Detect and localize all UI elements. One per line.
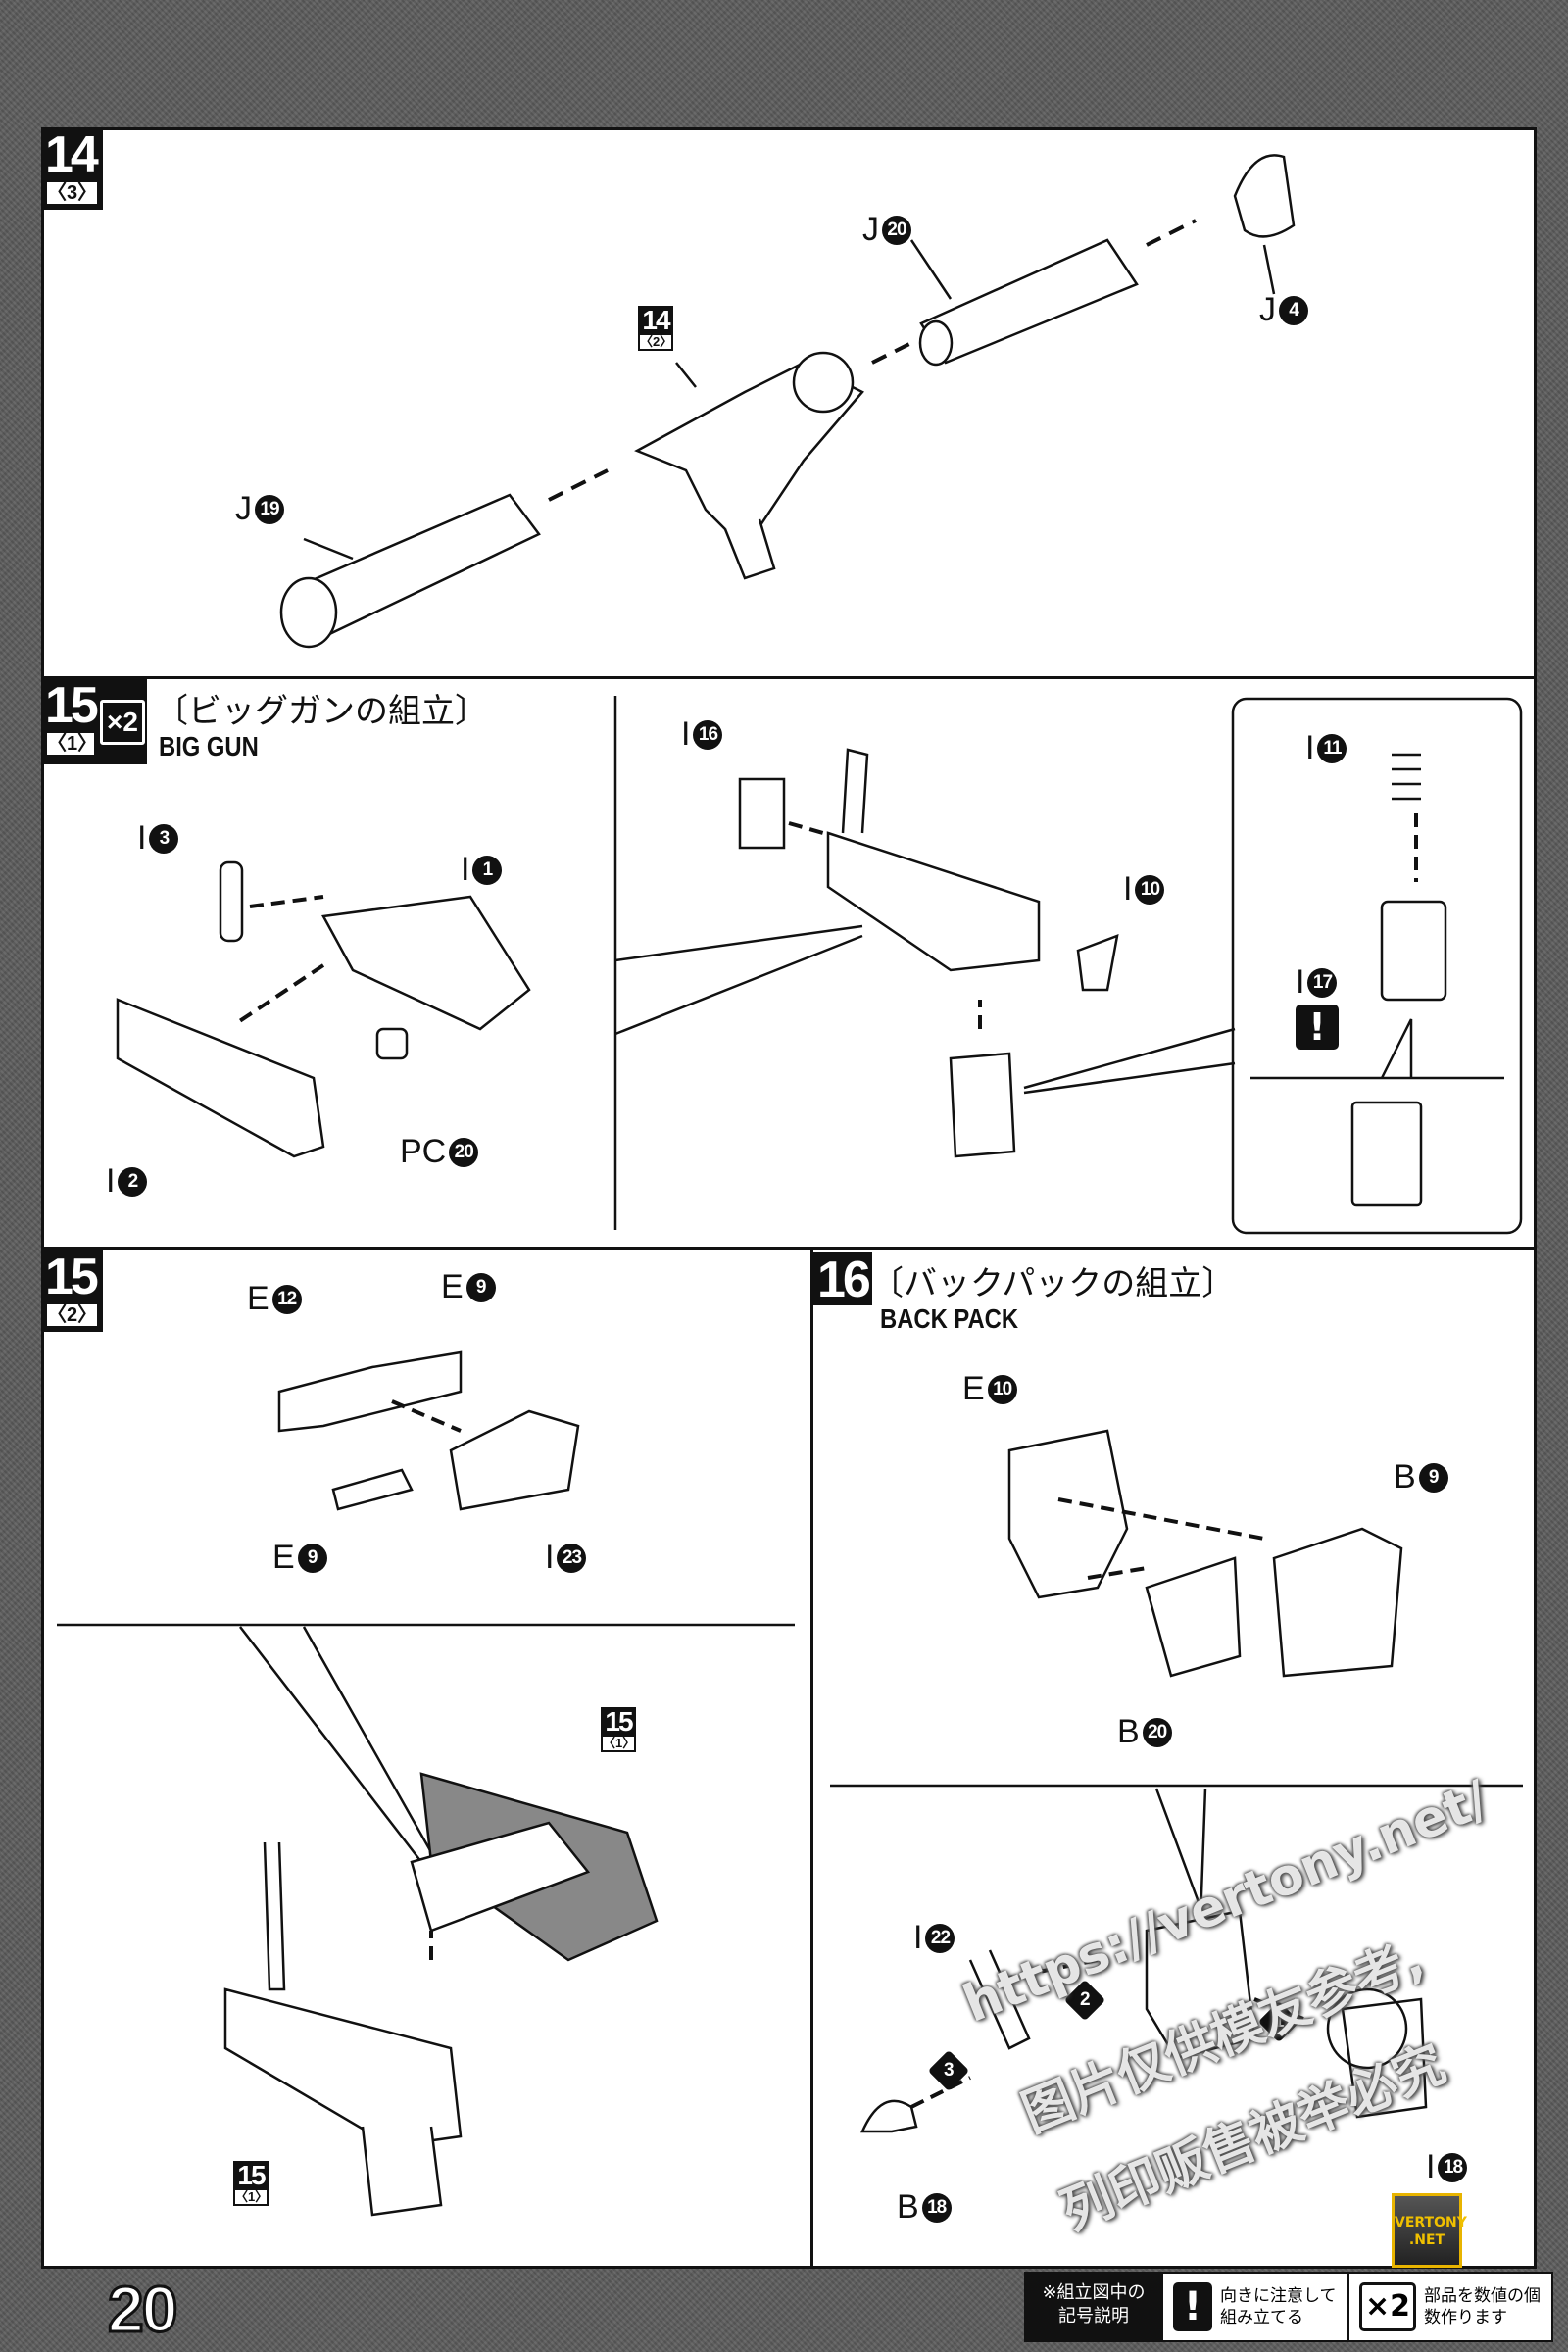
vertony-logo: VERTONY .NET xyxy=(1392,2193,1467,2268)
warning-icon: ! xyxy=(1173,2282,1212,2331)
legend-warning: ! 向きに注意して組み立てる xyxy=(1161,2274,1348,2340)
step-ref-15-1: 15〈1〉 xyxy=(601,1706,636,1752)
step-14-header: 14 〈3〉 xyxy=(41,126,104,210)
step-title-jp: 〔バックパックの組立〕 xyxy=(870,1264,1236,1303)
step-title-jp: 〔ビッグガンの組立〕 xyxy=(155,692,488,731)
step-number: 16 xyxy=(817,1251,871,1308)
step-15-2-header: 15 〈2〉 xyxy=(41,1249,104,1332)
step-substep: 〈2〉 xyxy=(45,1302,100,1328)
step-ref-15-1: 15〈1〉 xyxy=(233,2160,269,2206)
step-title-en: BIG GUN xyxy=(159,731,259,761)
legend-multiplier: ×2 部品を数値の個数作ります xyxy=(1348,2274,1551,2340)
step-number: 14 xyxy=(45,126,99,183)
divider xyxy=(41,676,1537,679)
multiplier-icon: ×2 xyxy=(1359,2282,1417,2331)
legend-warning-text: 向きに注意して組み立てる xyxy=(1220,2286,1337,2328)
step15-2-drawing xyxy=(57,1350,795,2217)
step-title-en: BACK PACK xyxy=(880,1303,1019,1334)
step14-drawing xyxy=(279,154,1296,649)
divider xyxy=(41,1247,1537,1250)
page-number: 20 xyxy=(106,2272,178,2347)
step-number: 15 xyxy=(45,1249,99,1305)
step-number: 15 xyxy=(45,677,99,734)
step-substep: 〈1〉 xyxy=(45,731,98,757)
symbol-legend: ※組立図中の記号説明 ! 向きに注意して組み立てる ×2 部品を数値の個数作りま… xyxy=(1024,2272,1554,2342)
step16-drawing xyxy=(830,1429,1523,2133)
legend-multiplier-text: 部品を数値の個数作ります xyxy=(1424,2286,1542,2328)
order-marker-3: 3 xyxy=(927,2049,970,2092)
warning-icon: ! xyxy=(1296,1004,1339,1050)
legend-heading: ※組立図中の記号説明 xyxy=(1026,2274,1161,2340)
step15-1-drawing xyxy=(116,696,1523,1235)
step-15-1-header: 15 〈1〉 ×2 xyxy=(41,678,147,764)
step-substep: 〈3〉 xyxy=(45,180,100,206)
step-16-header: 16 xyxy=(813,1252,872,1305)
step-ref-14-2: 14〈2〉 xyxy=(638,305,673,351)
multiplier-badge: ×2 xyxy=(100,700,145,745)
divider xyxy=(810,1247,813,2269)
